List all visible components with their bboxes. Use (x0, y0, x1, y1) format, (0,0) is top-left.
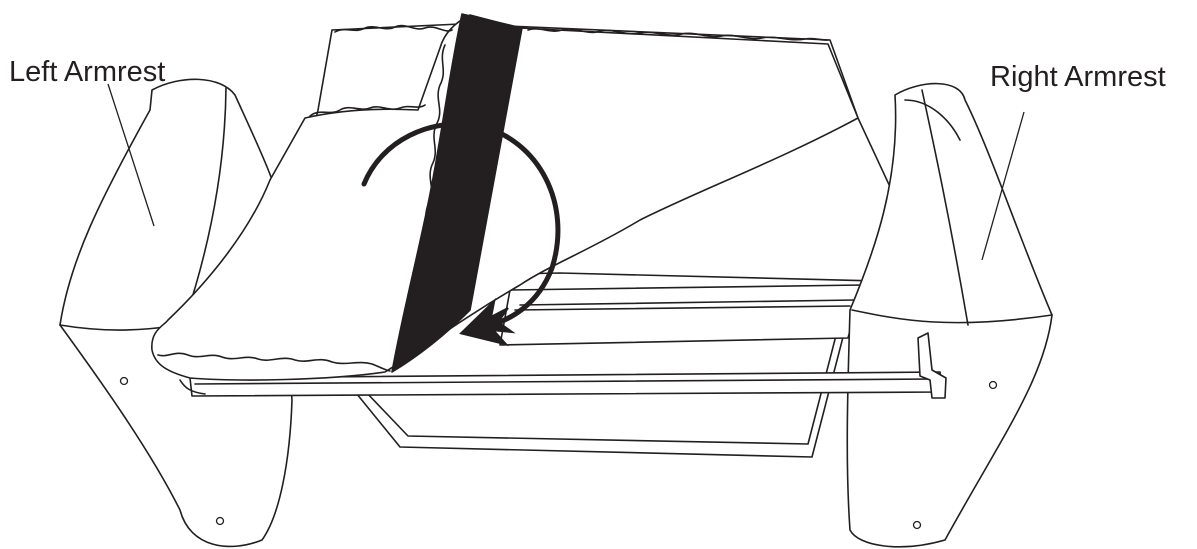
right-armrest-label: Right Armrest (990, 63, 1166, 92)
screw-hole (914, 522, 921, 529)
left-armrest-label: Left Armrest (9, 58, 165, 87)
seat-surface (500, 285, 862, 345)
screw-hole (217, 518, 224, 525)
screw-hole (121, 378, 128, 385)
screw-hole (990, 382, 997, 389)
